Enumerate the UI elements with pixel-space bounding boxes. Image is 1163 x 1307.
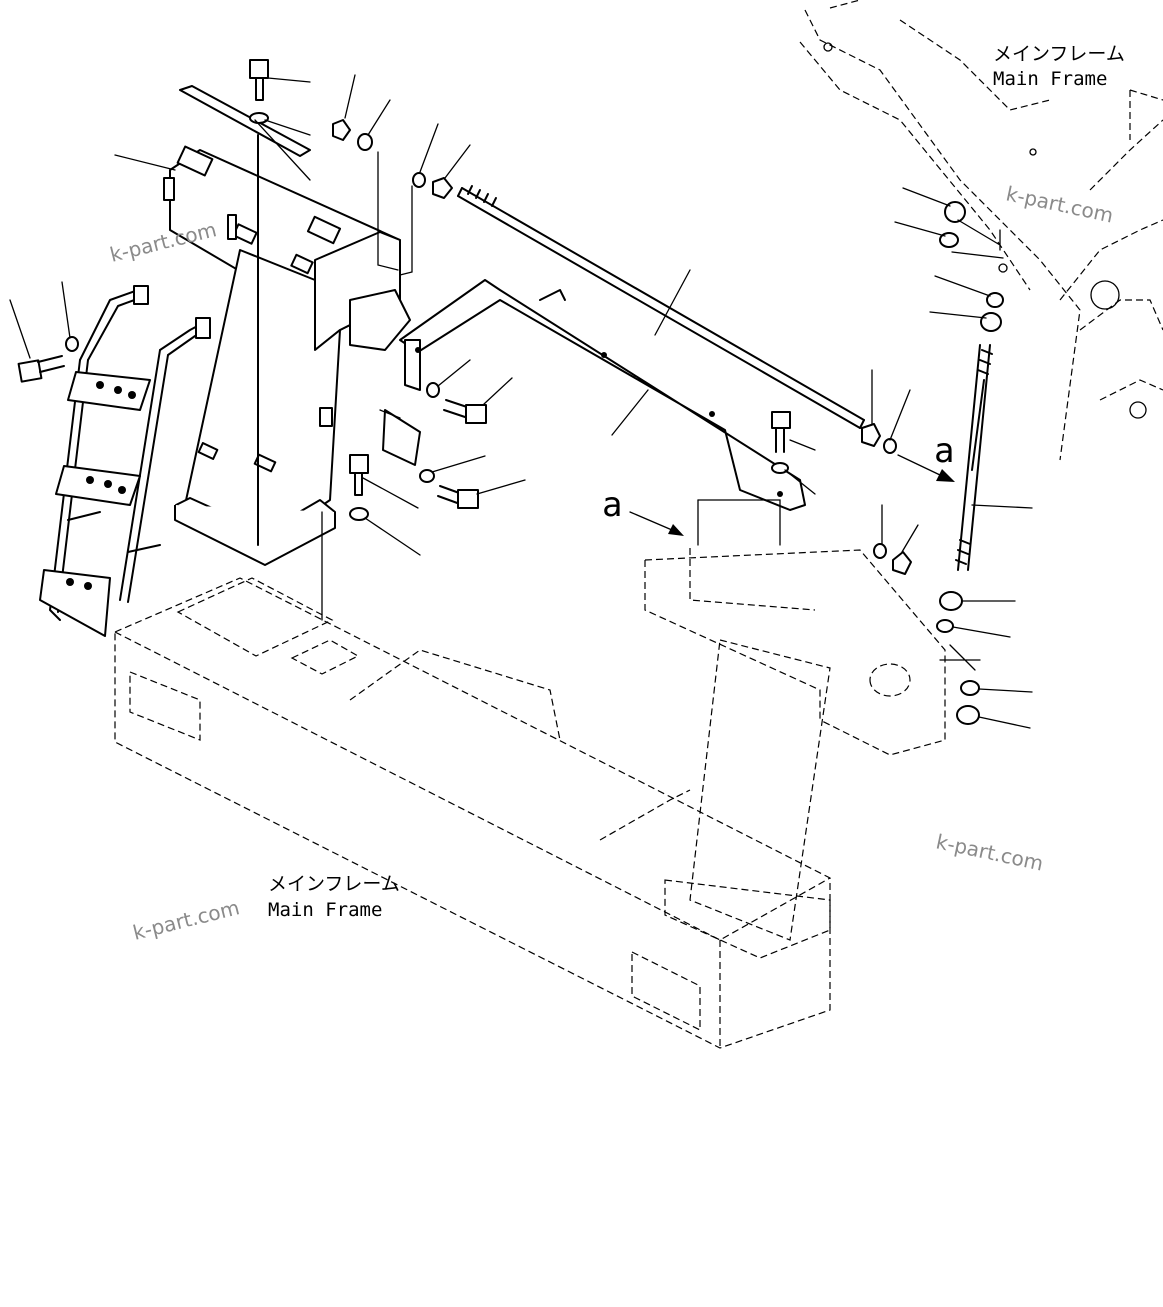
tie-rod (457, 185, 865, 429)
view-a-label-left: a (602, 485, 622, 525)
upright-post (163, 134, 411, 566)
cross-bar (399, 279, 806, 511)
watermark-4: k-part.com (130, 895, 241, 945)
watermark-1: k-part.com (107, 217, 218, 267)
fasteners-crossbar (771, 411, 912, 575)
main-frame-label-jp-bottom: メインフレーム (268, 873, 400, 895)
view-arrow-right (897, 454, 955, 482)
main-frame-label-en-bottom: Main Frame (268, 899, 382, 921)
clamp-strap (179, 85, 311, 157)
upper-main-frame-phantom (799, 0, 1163, 461)
watermark-2: k-part.com (1004, 181, 1116, 227)
fasteners-post (17, 59, 487, 521)
view-arrow-left (629, 511, 684, 536)
leader-lines (9, 74, 1033, 729)
main-frame-label-jp-top: メインフレーム (993, 43, 1125, 65)
main-frame-phantom (114, 548, 946, 1049)
view-a-label-right: a (934, 431, 954, 471)
main-frame-label-en-top: Main Frame (993, 68, 1107, 90)
watermark-3: k-part.com (934, 829, 1046, 875)
ladder (39, 285, 211, 637)
vertical-tie-rod (936, 201, 1004, 725)
